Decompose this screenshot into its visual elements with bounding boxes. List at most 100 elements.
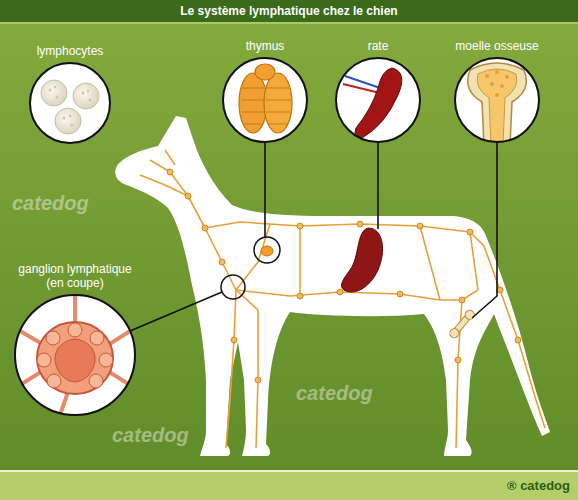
lymph-nodes	[167, 169, 521, 383]
path-shape	[60, 392, 68, 415]
path-shape	[266, 88, 291, 124]
path-shape	[355, 68, 402, 138]
circle-shape	[463, 308, 476, 321]
node-label: lymphocytes	[37, 44, 104, 58]
g-shape	[343, 68, 402, 138]
circle-shape	[219, 259, 225, 265]
path-shape	[472, 142, 497, 318]
circle-shape	[56, 96, 59, 99]
rect-shape	[0, 0, 578, 22]
circle-shape	[90, 331, 104, 345]
rect-shape	[0, 22, 578, 24]
path-shape	[468, 63, 527, 145]
circle-callout: ganglion lymphatique (en coupe)	[15, 295, 135, 415]
path-shape	[55, 339, 95, 382]
circle-shape	[231, 337, 237, 343]
circle-shape	[82, 92, 85, 95]
path-shape	[420, 226, 440, 300]
ellipse-shape	[264, 73, 292, 133]
lymph-node-picture	[15, 294, 135, 415]
circle-shape	[99, 353, 113, 367]
g-shape	[15, 294, 135, 415]
ellipse-shape	[255, 64, 275, 80]
circle-shape	[455, 357, 461, 363]
circle-shape	[495, 70, 499, 74]
path-shape	[236, 290, 258, 448]
circle-shape	[490, 82, 494, 86]
circle-shape	[459, 297, 465, 303]
node-label: rate	[368, 39, 389, 53]
circle-shape	[455, 58, 539, 142]
circle-shape	[71, 124, 74, 127]
ellipse-shape	[261, 246, 273, 256]
femur-marker	[448, 308, 476, 339]
circle-shape	[505, 75, 509, 79]
path-shape	[377, 142, 379, 229]
path-shape	[462, 232, 478, 300]
circle-shape	[87, 90, 89, 92]
circle-shape	[30, 63, 110, 143]
circle-shape	[54, 86, 56, 88]
title-text: Le système lymphatique chez le chien	[0, 0, 578, 22]
circle-shape	[15, 295, 135, 415]
circle-shape	[255, 377, 261, 383]
path-shape	[477, 69, 517, 145]
path-shape	[484, 246, 545, 428]
lymphocytes-picture	[30, 63, 110, 143]
path-shape	[299, 226, 301, 296]
ellipse-shape	[239, 73, 267, 133]
path-shape	[242, 88, 264, 124]
circle-shape	[185, 193, 191, 199]
watermark-text: catedog	[112, 424, 189, 447]
circle-shape	[68, 323, 82, 337]
lymph-vessels	[140, 150, 545, 448]
circle-callout: moelle osseuse	[455, 58, 539, 142]
g-shape	[49, 86, 92, 127]
circle-callout: thymus	[223, 58, 307, 142]
ellipse-shape	[37, 322, 113, 394]
circle-shape	[467, 229, 473, 235]
path-shape	[108, 328, 135, 345]
circle-shape	[515, 337, 521, 343]
path-shape	[130, 292, 222, 331]
circle-callout: lymphocytes	[30, 63, 110, 143]
g-shape	[468, 63, 527, 145]
circle-shape	[49, 89, 52, 92]
circle-callout: rate	[336, 58, 420, 142]
circle-shape	[63, 117, 66, 120]
circle-shape	[221, 275, 245, 299]
circle-shape	[500, 84, 504, 88]
circle-shape	[69, 115, 71, 117]
dog-silhouette	[115, 116, 550, 456]
circle-shape	[89, 374, 103, 388]
circle-shape	[46, 331, 60, 345]
g-shape	[485, 70, 509, 97]
circle-shape	[337, 289, 343, 295]
spleen-picture	[336, 58, 420, 142]
g-shape	[15, 294, 135, 415]
circle-shape	[448, 327, 461, 340]
circle-shape	[497, 287, 503, 293]
g-shape	[242, 88, 291, 124]
g-shape	[41, 80, 99, 134]
circle-shape	[89, 99, 92, 102]
circle-shape	[336, 58, 420, 142]
path-shape	[264, 142, 266, 237]
circle-shape	[47, 374, 61, 388]
circle-shape	[336, 58, 420, 142]
circle-shape	[223, 58, 307, 142]
circle-shape	[297, 293, 303, 299]
circle-shape	[223, 58, 307, 142]
thymus-marker	[254, 237, 280, 263]
leader-lines	[130, 142, 497, 331]
circle-shape	[495, 93, 499, 97]
circle-shape	[55, 108, 81, 134]
thymus-picture	[223, 58, 307, 142]
circle-shape	[37, 353, 51, 367]
path-shape	[140, 175, 188, 196]
node-label: moelle osseuse	[455, 39, 538, 53]
